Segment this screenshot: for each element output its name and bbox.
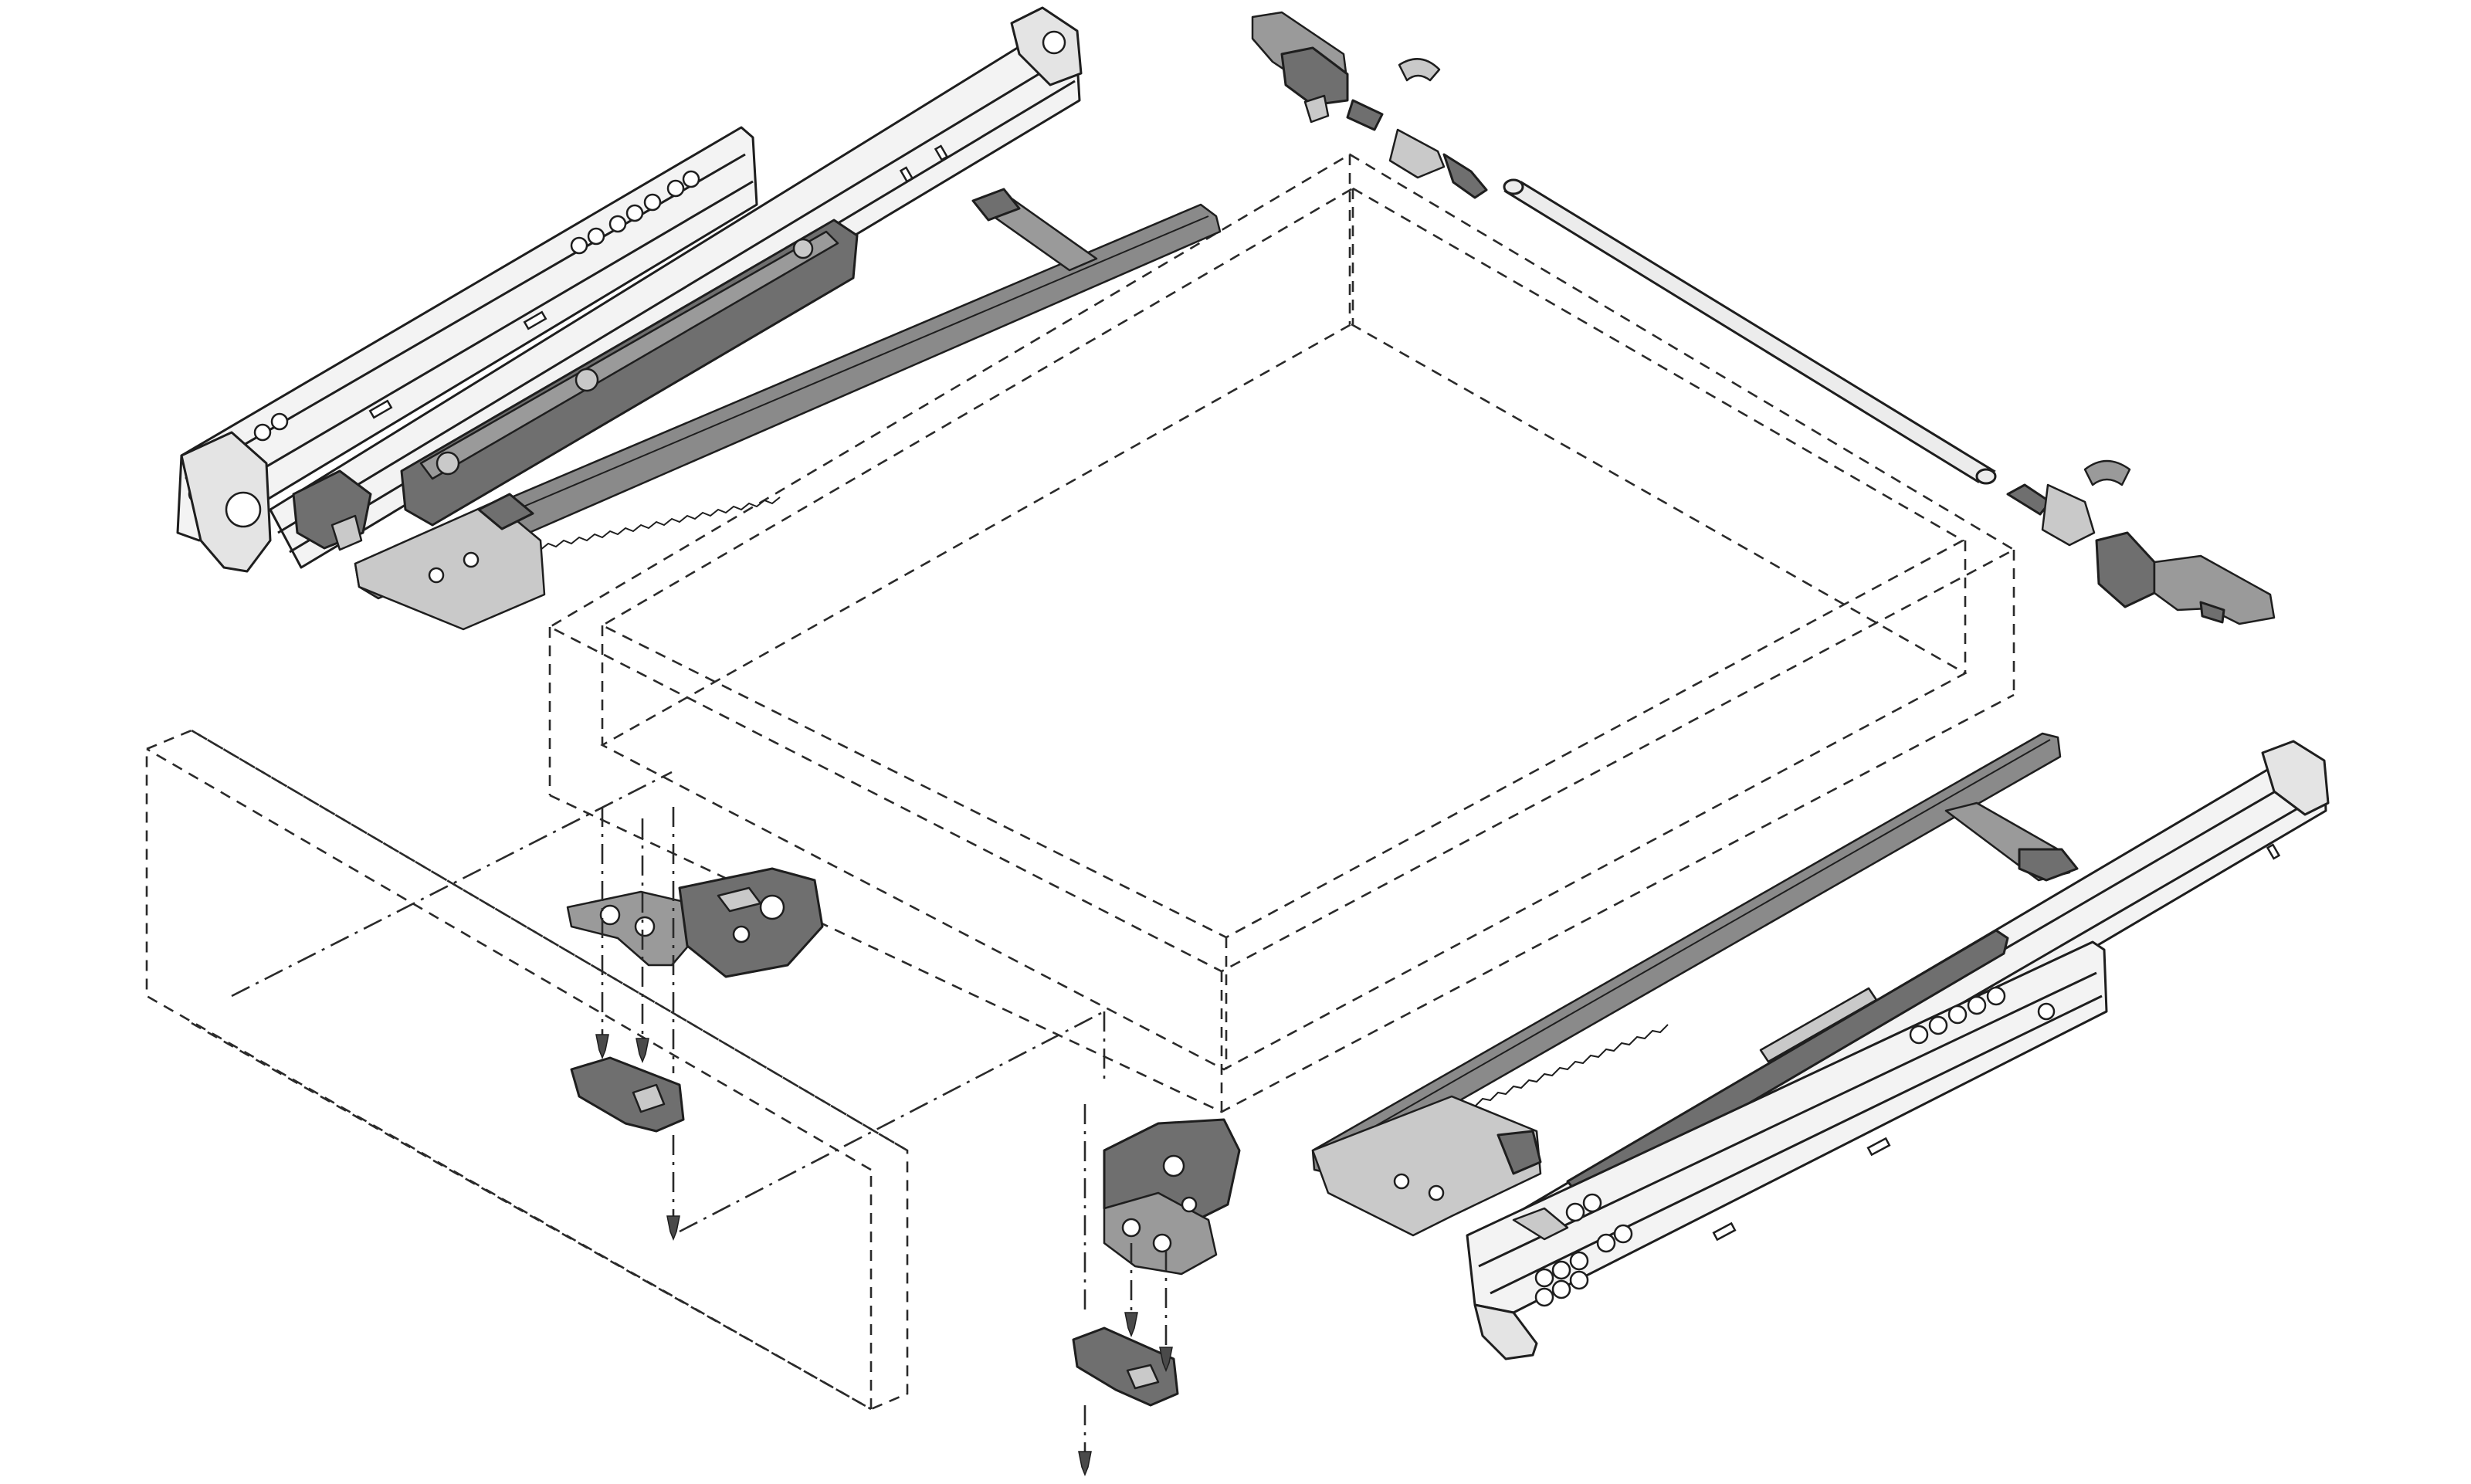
left-front-bracket-clip — [570, 1056, 685, 1133]
right-synchronisation-rack — [1311, 732, 2079, 1237]
synchronisation-rod — [1503, 178, 1997, 485]
left-synchronisation-rack — [354, 188, 1222, 631]
screws — [595, 1034, 1173, 1477]
left-front-bracket — [566, 867, 824, 978]
right-runner — [1466, 740, 2330, 1360]
right-front-bracket — [1103, 1118, 1241, 1276]
left-locking-device — [1251, 11, 1488, 199]
left-runner — [176, 6, 1083, 573]
drawer-front — [145, 729, 1106, 1411]
fixing-lines — [601, 807, 1168, 1452]
fixing-holes — [1534, 986, 2006, 1307]
right-front-bracket-clip — [1072, 1326, 1179, 1407]
right-locking-device — [2006, 459, 2276, 625]
